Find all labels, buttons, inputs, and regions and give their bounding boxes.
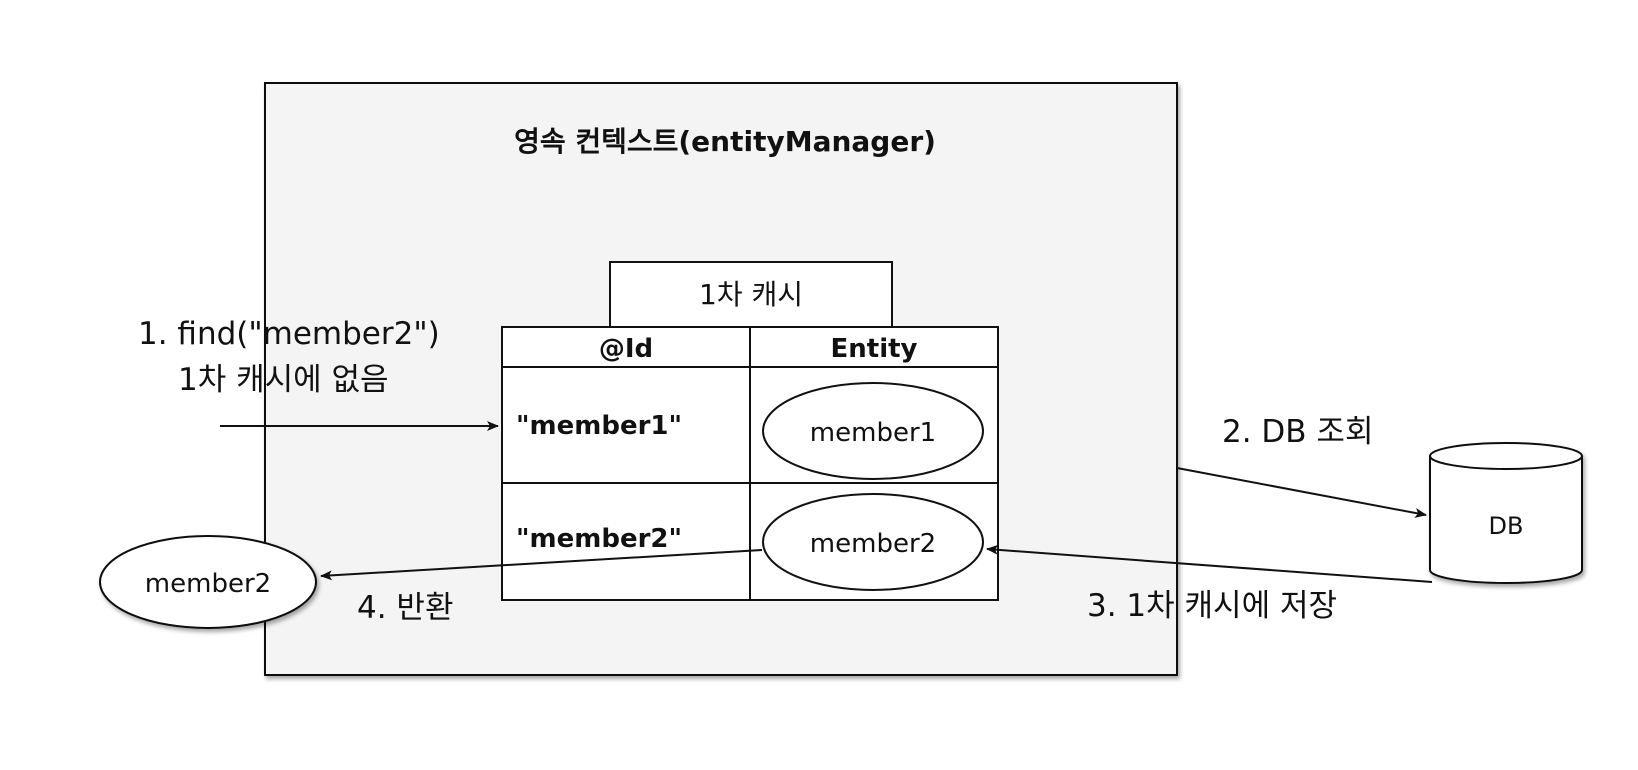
find-label-line2: 1차 캐시에 없음 — [178, 362, 389, 398]
returned-entity-node — [99, 535, 317, 629]
row1-entity-label: member1 — [810, 418, 936, 448]
header-id: @Id — [599, 334, 653, 364]
db-cylinder — [1429, 442, 1583, 584]
db-lookup-arrow — [1176, 467, 1427, 518]
store-cache-label: 3. 1차 캐시에 저장 — [1087, 588, 1337, 624]
row1-entity-node — [762, 382, 984, 480]
returned-entity-label: member2 — [145, 569, 271, 599]
row2-id: "member2" — [516, 524, 682, 554]
cache-tab — [609, 261, 893, 328]
db-label: DB — [1489, 512, 1524, 540]
db-lookup-label: 2. DB 조회 — [1222, 414, 1373, 450]
persistence-context-title: 영속 컨텍스트(entityManager) — [514, 125, 936, 158]
return-label: 4. 반환 — [357, 590, 453, 626]
header-entity: Entity — [831, 334, 918, 364]
find-label-line1: 1. find("member2") — [138, 316, 440, 352]
store-cache-arrow — [986, 544, 1433, 583]
return-arrow — [320, 549, 763, 581]
row2-entity-label: member2 — [810, 529, 936, 559]
cache-tab-label: 1차 캐시 — [699, 278, 803, 311]
row2-entity-node — [762, 493, 984, 591]
row1-id: "member1" — [516, 411, 682, 441]
